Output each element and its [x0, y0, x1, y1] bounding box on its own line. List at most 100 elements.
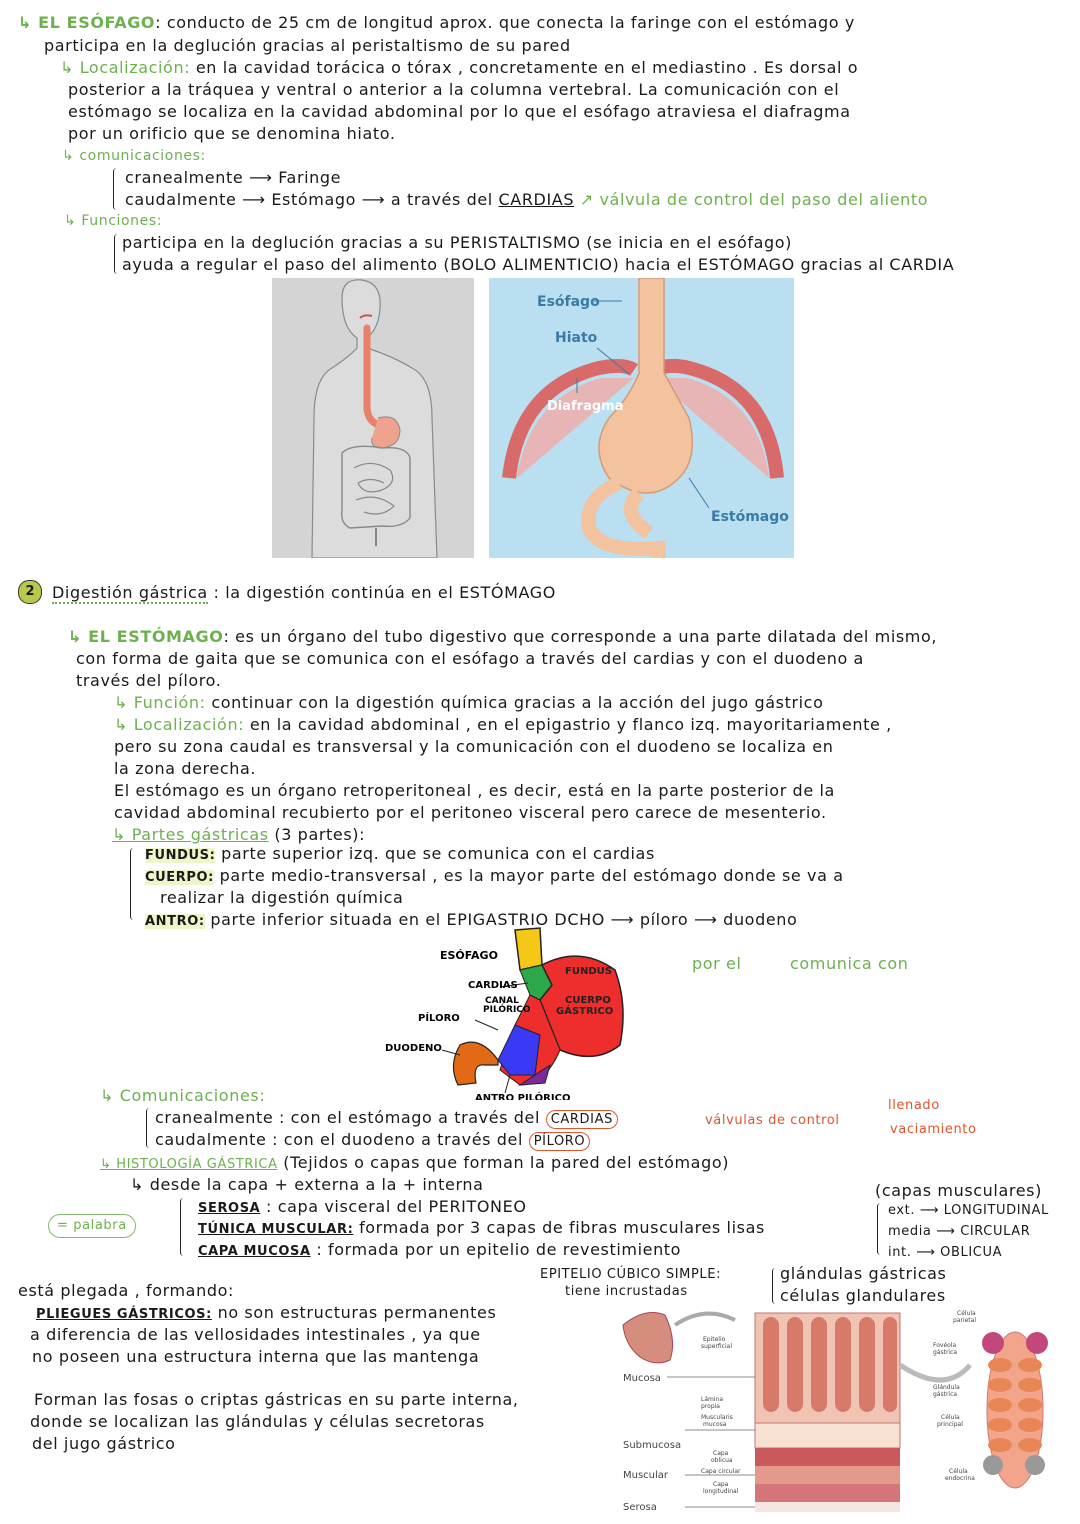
- section-number-badge: 2: [18, 580, 42, 604]
- estomago-loc-line: la zona derecha.: [114, 759, 257, 778]
- histo-capa-oblicua: Capa: [713, 1450, 729, 1457]
- fig-label-esofago: Esófago: [537, 294, 600, 310]
- glandulas-gastricas: glándulas gástricas: [780, 1264, 947, 1283]
- histo-celula-parietal: Célula: [957, 1310, 976, 1317]
- palabra-tag: = palabra: [48, 1214, 136, 1238]
- fosas-line: donde se localizan las glándulas y célul…: [30, 1412, 485, 1431]
- esofago-comunicaciones-label: ↳ comunicaciones:: [62, 148, 206, 164]
- esofago-text: participa en la deglución gracias al per…: [44, 36, 571, 55]
- funcion-item: participa en la deglución gracias a su P…: [122, 233, 792, 252]
- label-piloro: PÍLORO: [418, 1011, 460, 1024]
- valvulas-control: válvulas de control: [705, 1113, 840, 1128]
- tiene-incrustadas: tiene incrustadas: [565, 1284, 688, 1299]
- estomago-loc-line: El estómago es un órgano retroperitoneal…: [114, 781, 835, 800]
- estomago-text: con forma de gaita que se comunica con e…: [76, 649, 864, 668]
- comunicacion-caudal: caudalmente ⟶ Estómago ⟶ a través del CA…: [125, 190, 929, 209]
- histo-serosa: Serosa: [623, 1502, 657, 1513]
- comunicacion-caudal-estomago: caudalmente : con el duodeno a través de…: [155, 1129, 591, 1153]
- histo-glandula: Glándula: [933, 1384, 960, 1391]
- esofago-heading: ↳ EL ESÓFAGO: conducto de 25 cm de longi…: [18, 13, 855, 32]
- histo-capa-circular: Capa circular: [701, 1468, 741, 1475]
- comunicacion-craneal-estomago: cranealmente : con el estómago a través …: [155, 1107, 618, 1131]
- epitelio-cubico: EPITELIO CÚBICO SIMPLE:: [540, 1267, 722, 1282]
- vaciamiento: vaciamiento: [890, 1122, 977, 1137]
- histo-epitelio: Epitelio: [703, 1336, 726, 1343]
- esofago-funciones-label: ↳ Funciones:: [64, 213, 163, 229]
- histo-parietal: parietal: [953, 1317, 976, 1324]
- fosas-line: Forman las fosas o criptas gástricas en …: [34, 1390, 519, 1409]
- estomago-text: través del píloro.: [76, 671, 222, 690]
- celulas-glandulares: células glandulares: [780, 1286, 946, 1305]
- plegada-text: está plegada , formando:: [18, 1281, 234, 1300]
- pliegues-gastricos: PLIEGUES GÁSTRICOS: no son estructuras p…: [36, 1303, 497, 1322]
- histo-superficial: superficial: [701, 1343, 732, 1350]
- histo-longitudinal: longitudinal: [703, 1488, 739, 1495]
- label-pilorico: PILÓRICO: [483, 1003, 531, 1015]
- estomago-loc-line: cavidad abdominal recubierto por el peri…: [114, 803, 827, 822]
- fig-label-diafragma: Diafragma: [547, 399, 623, 414]
- estomago-localizacion: ↳ Localización: en la cavidad abdominal …: [114, 715, 892, 734]
- capa-int: int. ⟶ OBLICUA: [888, 1245, 1003, 1260]
- comunicacion-craneal: cranealmente ⟶ Faringe: [125, 168, 342, 187]
- brace: [114, 234, 121, 274]
- histo-mucosa: Mucosa: [623, 1373, 661, 1384]
- digestion-title: Digestión gástrica : la digestión contin…: [52, 583, 556, 604]
- histo-endocrina: endocrina: [945, 1475, 975, 1482]
- label-fundus: FUNDUS: [565, 966, 612, 977]
- brace: [130, 848, 137, 920]
- capa-ext: ext. ⟶ LONGITUDINAL: [888, 1203, 1049, 1218]
- histo-propia: propia: [701, 1403, 720, 1410]
- body-digestive-figure: [272, 278, 474, 559]
- histo-celula-endocrina: Célula: [949, 1468, 968, 1475]
- llenado: llenado: [888, 1098, 940, 1113]
- esofago-loc-line: posterior a la tráquea y ventral o anter…: [68, 80, 840, 99]
- label-esofago: ESÓFAGO: [440, 949, 498, 962]
- capa-mucosa: CAPA MUCOSA : formada por un epitelio de…: [198, 1240, 682, 1259]
- funcion-item: ayuda a regular el paso del alimento (BO…: [122, 255, 955, 274]
- capas-musculares-title: (capas musculares): [875, 1181, 1042, 1200]
- estomago-funcion: ↳ Función: continuar con la digestión qu…: [114, 693, 824, 712]
- parte-cuerpo-cont: realizar la digestión química: [160, 888, 404, 907]
- histo-oblicua: oblicua: [711, 1457, 733, 1464]
- brace: [113, 168, 120, 210]
- esofago-loc-line: estómago se localiza en la cavidad abdom…: [68, 102, 851, 121]
- parte-fundus: FUNDUS: parte superior izq. que se comun…: [145, 844, 655, 863]
- histo-lamina: Lámina: [701, 1396, 723, 1403]
- fig-label-hiato: Hiato: [555, 330, 598, 346]
- histo-gastrica: gástrica: [933, 1349, 957, 1356]
- fosas-line: del jugo gástrico: [32, 1434, 176, 1453]
- label-duodeno: DUODENO: [385, 1043, 442, 1054]
- pliegues-line: no poseen una estructura interna que las…: [32, 1347, 480, 1366]
- esofago-loc-line: por un orificio que se denomina hiato.: [68, 124, 396, 143]
- histo-capa-longitudinal: Capa: [713, 1481, 729, 1488]
- brace: [772, 1268, 779, 1304]
- parte-cuerpo: CUERPO: parte medio-transversal , es la …: [145, 866, 844, 885]
- histologia-heading: ↳ HISTOLOGÍA GÁSTRICA (Tejidos o capas q…: [100, 1153, 730, 1172]
- capa-serosa: SEROSA : capa visceral del PERITONEO: [198, 1197, 527, 1216]
- estomago-comunicaciones-label: ↳ Comunicaciones:: [100, 1086, 266, 1105]
- esofago-localizacion: ↳ Localización: en la cavidad torácica o…: [60, 58, 859, 77]
- capa-media: media ⟶ CIRCULAR: [888, 1224, 1031, 1239]
- partes-gastricas-label: ↳ Partes gástricas (3 partes):: [112, 825, 366, 844]
- label-canal: CANAL: [485, 996, 519, 1006]
- estomago-heading: ↳ EL ESTÓMAGO: es un órgano del tubo dig…: [68, 627, 938, 646]
- histo-principal: principal: [937, 1421, 963, 1428]
- label-cuerpo: CUERPO: [565, 995, 611, 1006]
- histo-muscularis-mucosa: mucosa: [703, 1421, 727, 1428]
- fig-label-estomago: Estómago: [711, 509, 789, 525]
- histo-muscular: Muscular: [623, 1470, 669, 1481]
- por-el-label: por el: [692, 954, 742, 973]
- hiatus-figure: Esófago Hiato Diafragma Estómago: [489, 277, 794, 558]
- label-antro: ANTRO PILÓRICO: [475, 1091, 570, 1100]
- brace: [877, 1203, 884, 1255]
- histo-foveola: Fovéola: [933, 1342, 956, 1349]
- brace: [180, 1198, 187, 1256]
- histology-figure: Mucosa Submucosa Muscular Serosa Epiteli…: [615, 1305, 1060, 1520]
- pliegues-line: a diferencia de las vellosidades intesti…: [30, 1325, 481, 1344]
- histo-submucosa: Submucosa: [623, 1440, 681, 1451]
- estomago-loc-line: pero su zona caudal es transversal y la …: [114, 737, 834, 756]
- stomach-parts-diagram: ESÓFAGO CARDIAS CANAL PILÓRICO FUNDUS CU…: [380, 925, 650, 1104]
- label-gastrico: GÁSTRICO: [556, 1004, 613, 1017]
- histo-muscularis: Muscularis: [701, 1414, 733, 1421]
- label-cardias: CARDIAS: [468, 980, 518, 991]
